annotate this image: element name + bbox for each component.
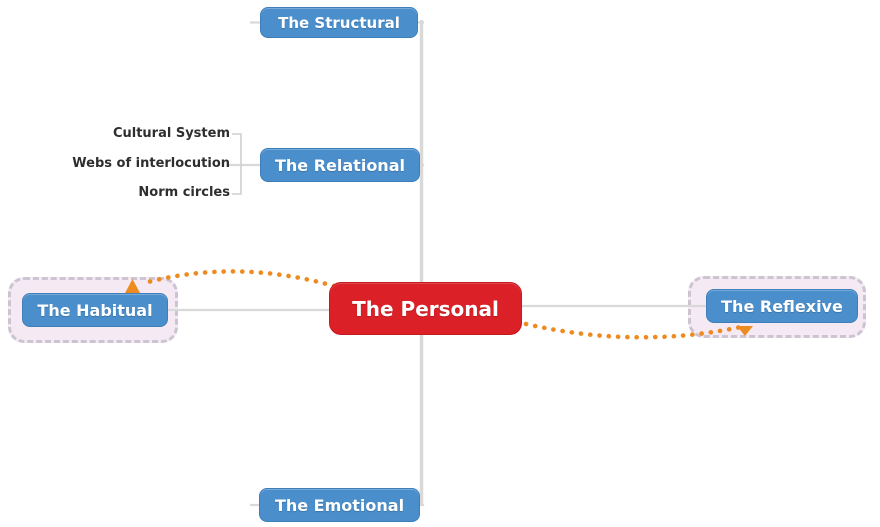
sublabel-webs-of-interlocution[interactable]: Webs of interlocution (72, 156, 230, 171)
crosslink-to-habitual (145, 269, 337, 289)
node-habitual[interactable]: The Habitual (22, 293, 168, 327)
arrowhead-up-icon (125, 279, 140, 293)
crosslink-to-reflexive (523, 321, 744, 340)
sublabel-cultural-system[interactable]: Cultural System (112, 126, 230, 141)
node-reflexive[interactable]: The Reflexive (706, 289, 858, 323)
node-personal[interactable]: The Personal (329, 282, 522, 335)
arrowhead-down-icon (737, 326, 753, 336)
sublabel-norm-circles[interactable]: Norm circles (138, 185, 230, 200)
node-emotional[interactable]: The Emotional (259, 488, 420, 522)
node-relational[interactable]: The Relational (260, 148, 420, 182)
sublabel-bracket (232, 133, 242, 195)
node-structural[interactable]: The Structural (260, 7, 418, 38)
